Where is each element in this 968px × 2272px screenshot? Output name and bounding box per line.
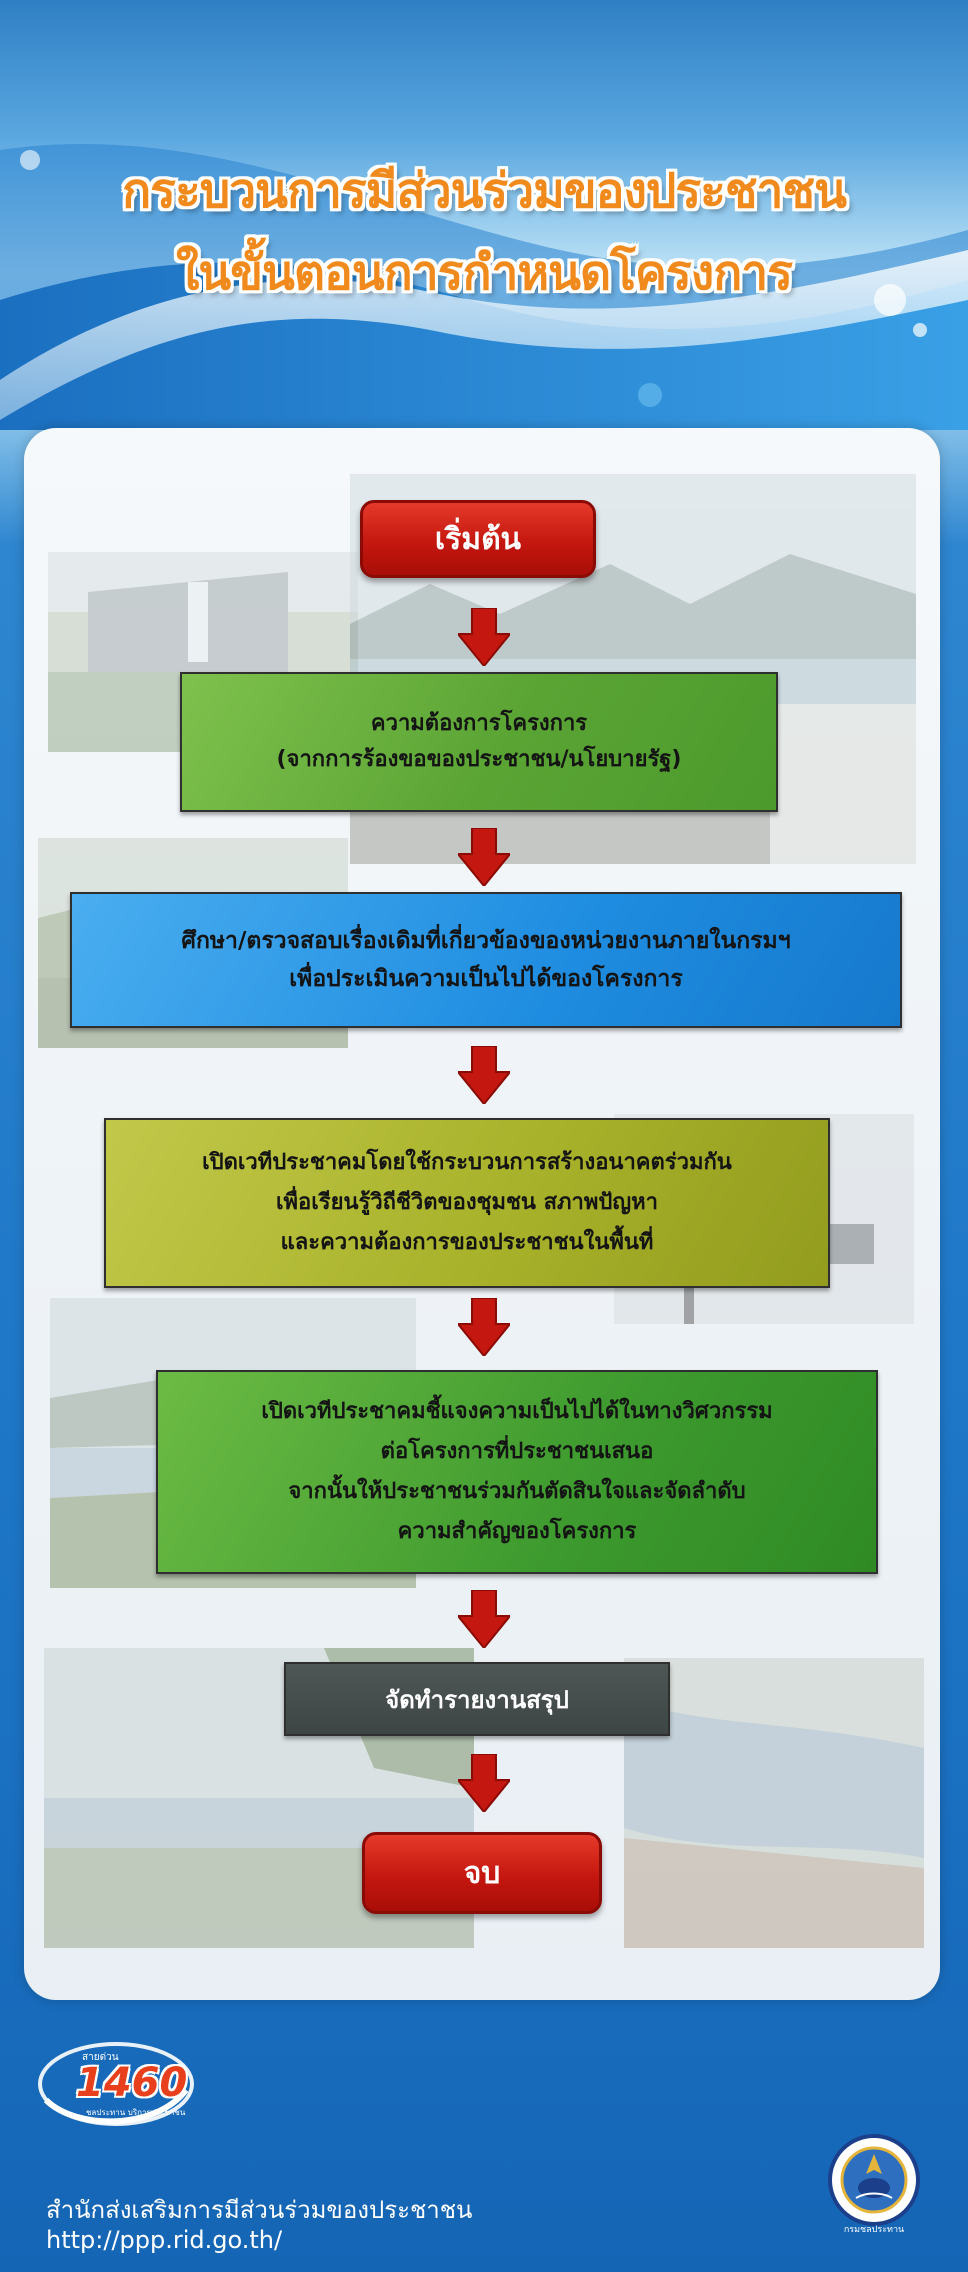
step4-line-3: จากนั้นให้ประชาชนร่วมกันตัดสินใจและจัดลำ… bbox=[288, 1479, 746, 1504]
step-summary-report: จัดทำรายงานสรุป bbox=[284, 1662, 670, 1736]
down-arrow-icon bbox=[458, 1046, 510, 1104]
start-button: เริ่มต้น bbox=[360, 500, 596, 578]
down-arrow-icon bbox=[458, 1298, 510, 1356]
down-arrow-icon bbox=[458, 1590, 510, 1648]
step3-line-1: เปิดเวทีประชาคมโดยใช้กระบวนการสร้างอนาคต… bbox=[202, 1150, 732, 1175]
hotline-tagline: ชลประทาน บริการประชาชน bbox=[86, 2108, 186, 2117]
website-url[interactable]: http://ppp.rid.go.th/ bbox=[46, 2226, 283, 2254]
step-public-forum-engineering: เปิดเวทีประชาคมชี้แจงความเป็นไปได้ในทางว… bbox=[156, 1370, 878, 1574]
seal-caption: กรมชลประทาน bbox=[843, 2225, 905, 2235]
down-arrow-icon bbox=[458, 1754, 510, 1812]
step-study-review: ศึกษา/ตรวจสอบเรื่องเดิมที่เกี่ยวข้องของห… bbox=[70, 892, 902, 1028]
step4-line-4: ความสำคัญของโครงการ bbox=[397, 1519, 637, 1544]
step-project-need: ความต้องการโครงการ (จากการร้องขอของประชา… bbox=[180, 672, 778, 812]
step3-line-3: และความต้องการของประชาชนในพื้นที่ bbox=[280, 1230, 654, 1255]
end-button: จบ bbox=[362, 1832, 602, 1914]
office-name: สำนักส่งเสริมการมีส่วนร่วมของประชาชน bbox=[46, 2196, 473, 2224]
title-line-2: ในขั้นตอนการกำหนดโครงการ bbox=[175, 245, 793, 301]
flowchart-panel: เริ่มต้น ความต้องการโครงการ (จากการร้องข… bbox=[24, 428, 940, 2000]
step4-line-2: ต่อโครงการที่ประชาชนเสนอ bbox=[380, 1439, 654, 1464]
page-title: กระบวนการมีส่วนร่วมของประชาชน ในขั้นตอนก… bbox=[0, 150, 968, 314]
step5-label: จัดทำรายงานสรุป bbox=[385, 1685, 569, 1714]
down-arrow-icon bbox=[458, 608, 510, 666]
hotline-number: 1460 bbox=[76, 2060, 188, 2106]
step1-line-2: (จากการร้องขอของประชาชน/นโยบายรัฐ) bbox=[276, 747, 682, 772]
seal-icon bbox=[828, 2134, 920, 2226]
water-wave-decoration bbox=[0, 143, 968, 430]
step4-line-1: เปิดเวทีประชาคมชี้แจงความเป็นไปได้ในทางว… bbox=[261, 1399, 773, 1424]
down-arrow-icon bbox=[458, 828, 510, 886]
step3-line-2: เพื่อเรียนรู้วิถีชีวิตของชุมชน สภาพปัญหา bbox=[276, 1190, 658, 1215]
title-line-1: กระบวนการมีส่วนร่วมของประชาชน bbox=[122, 163, 847, 219]
hotline-logo: สายด่วน 1460 ชลประทาน บริการประชาชน bbox=[36, 2030, 196, 2138]
hotline-label: สายด่วน bbox=[82, 2052, 119, 2063]
step-public-forum-future: เปิดเวทีประชาคมโดยใช้กระบวนการสร้างอนาคต… bbox=[104, 1118, 830, 1288]
step1-line-1: ความต้องการโครงการ bbox=[370, 711, 588, 736]
step2-line-2: เพื่อประเมินความเป็นไปได้ของโครงการ bbox=[289, 966, 683, 992]
step2-line-1: ศึกษา/ตรวจสอบเรื่องเดิมที่เกี่ยวข้องของห… bbox=[181, 928, 791, 954]
hotline-swoosh-icon bbox=[38, 2042, 194, 2126]
rid-seal-logo: กรมชลประทาน bbox=[826, 2132, 922, 2238]
aerial-dam-photo bbox=[624, 1658, 924, 1948]
